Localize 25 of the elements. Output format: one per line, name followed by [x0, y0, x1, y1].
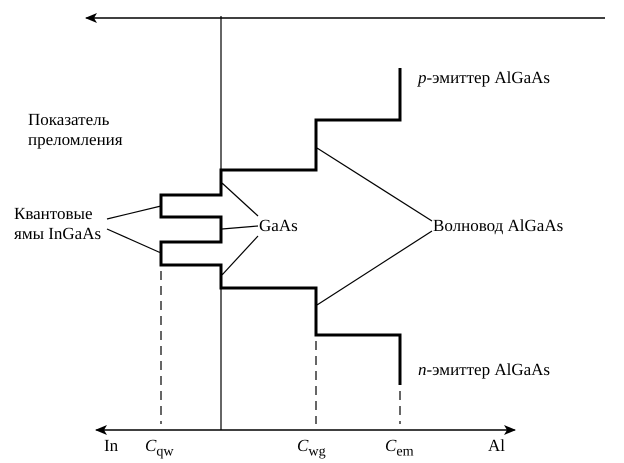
layer-segment	[220, 168, 222, 196]
callout-label: Квантовые ямы InGaAs	[14, 204, 106, 244]
axis-label: In	[104, 436, 118, 456]
callout-label: GaAs	[259, 216, 298, 236]
axis-label: Al	[488, 436, 505, 456]
layer-segment	[160, 240, 222, 266]
leader-line	[106, 228, 162, 254]
tick-label: C$_{qw}$	[145, 436, 174, 462]
leader-line	[316, 148, 432, 222]
callout-label: Волновод AlGaAs	[433, 216, 564, 236]
tick-label: C$_{wg}$	[297, 436, 326, 462]
layer-segment	[220, 264, 222, 290]
layer-segment	[220, 216, 222, 244]
layer-label: n-эмиттер AlGaAs	[418, 360, 550, 380]
tick-label: C$_{em}$	[385, 436, 414, 462]
axis-title: Показатель преломления	[28, 110, 124, 150]
layer-segment	[314, 118, 318, 172]
leader-line	[222, 225, 258, 230]
leader-line	[316, 230, 432, 306]
leader-line	[222, 236, 258, 276]
layer-segment	[160, 194, 222, 218]
layer-label: p-эмиттер AlGaAs	[418, 68, 550, 88]
layer-segment	[314, 286, 318, 336]
leader-line	[106, 205, 162, 220]
leader-line	[222, 182, 258, 216]
